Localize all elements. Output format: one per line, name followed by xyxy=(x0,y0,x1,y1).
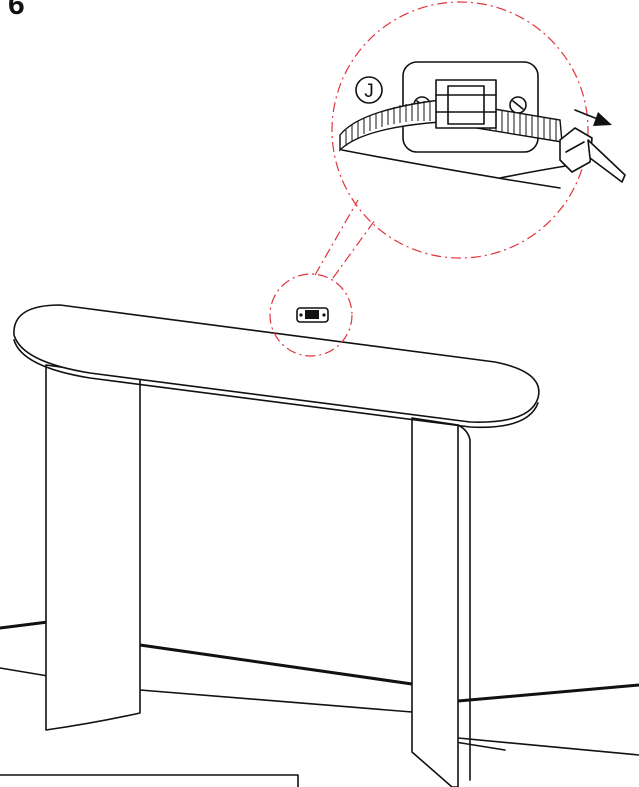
tie-head xyxy=(559,127,593,173)
left-leg xyxy=(45,364,141,731)
part-label-text: J xyxy=(364,81,374,102)
callout-target-circle xyxy=(269,273,353,357)
step-number: 6 xyxy=(8,0,25,21)
cable-tie-mount-small xyxy=(296,307,329,323)
callout-leader-left xyxy=(314,199,359,276)
part-label-j: J xyxy=(355,76,383,104)
detail-callout-circle xyxy=(331,1,589,259)
table-top xyxy=(13,304,540,429)
right-leg xyxy=(411,417,471,787)
text-box-border xyxy=(0,774,299,787)
detail-view xyxy=(339,61,626,189)
callout-leader-right xyxy=(332,219,376,279)
floor-lines xyxy=(0,620,639,756)
